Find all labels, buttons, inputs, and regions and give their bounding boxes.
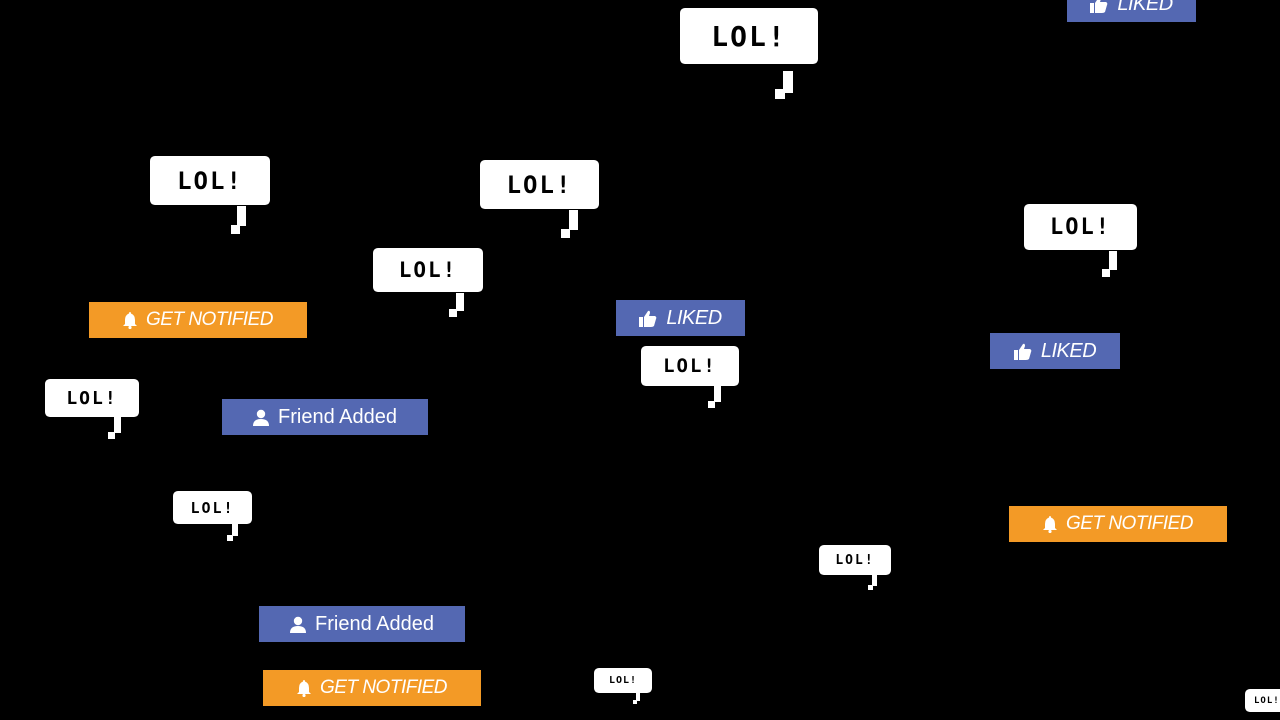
liked-button-label: LIKED	[1040, 339, 1097, 362]
liked-button-label: LIKED	[666, 306, 722, 329]
friend-added-button[interactable]: Friend Added	[259, 606, 465, 642]
liked-button-label: LIKED	[1117, 0, 1173, 15]
lol-bubble-text: LOL!	[711, 19, 787, 53]
lol-bubble-text: LOL!	[506, 170, 573, 199]
thumbs-up-icon	[1013, 343, 1032, 360]
get-notified-button[interactable]: GET NOTIFIED	[89, 302, 307, 338]
lol-bubble-text: LOL!	[398, 258, 458, 282]
user-icon	[253, 409, 269, 426]
liked-button[interactable]: LIKED	[990, 333, 1120, 369]
bell-icon	[1043, 515, 1057, 533]
bell-icon	[123, 311, 137, 329]
get-notified-button[interactable]: GET NOTIFIED	[263, 670, 481, 706]
lol-bubble-text: LOL!	[177, 166, 243, 195]
friend-added-button-label: Friend Added	[278, 405, 397, 428]
user-icon	[290, 616, 306, 633]
lol-bubble-text: LOL!	[835, 552, 875, 568]
liked-button[interactable]: LIKED	[616, 300, 745, 336]
lol-bubble-text: LOL!	[663, 355, 717, 377]
thumbs-up-icon	[639, 310, 657, 327]
lol-bubble-text: LOL!	[608, 675, 638, 686]
get-notified-button-label: GET NOTIFIED	[320, 677, 448, 698]
lol-bubble-text: LOL!	[1050, 214, 1111, 240]
lol-bubble-text: LOL!	[190, 498, 235, 517]
friend-added-button-label: Friend Added	[315, 612, 434, 635]
lol-bubble-text: LOL!	[1254, 695, 1280, 706]
bell-icon	[297, 679, 311, 697]
get-notified-button-label: GET NOTIFIED	[146, 309, 274, 330]
thumbs-up-icon	[1090, 0, 1108, 13]
get-notified-button[interactable]: GET NOTIFIED	[1009, 506, 1227, 542]
lol-bubble-text: LOL!	[66, 387, 118, 409]
liked-button[interactable]: LIKED	[1067, 0, 1196, 22]
get-notified-button-label: GET NOTIFIED	[1066, 513, 1194, 534]
friend-added-button[interactable]: Friend Added	[222, 399, 428, 435]
